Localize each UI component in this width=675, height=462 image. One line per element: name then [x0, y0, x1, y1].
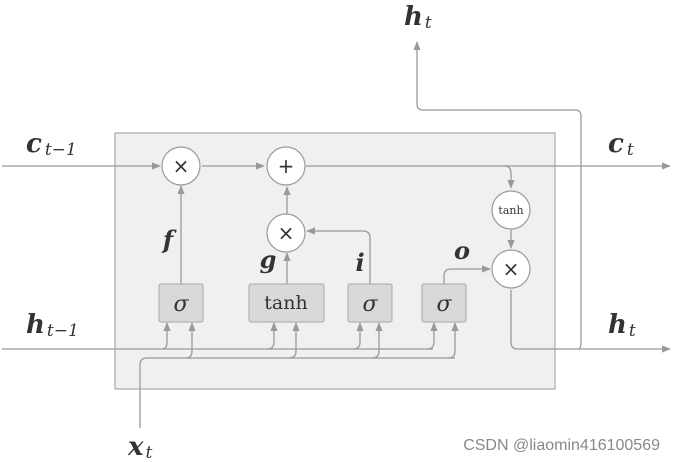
o-to-mult: [443, 265, 491, 284]
candidate-gate: tanh: [248, 283, 325, 323]
feed-g-x: [288, 322, 300, 359]
watermark: CSDN @liaomin416100569: [463, 437, 660, 454]
input-gate-label: σ: [362, 292, 378, 317]
label-g: g: [260, 245, 277, 274]
input-gate: σ: [347, 283, 393, 323]
i-to-mult: [306, 227, 371, 284]
feed-o-x: [447, 322, 459, 359]
feed-i-x: [371, 322, 383, 359]
multiply-icon: ×: [503, 257, 520, 281]
hidden-out: [510, 290, 671, 353]
output-gate-label: σ: [436, 292, 452, 317]
hidden-up: [413, 41, 582, 350]
x-bus: [139, 357, 455, 428]
candidate-gate-label: tanh: [264, 292, 307, 314]
multiply-icon: ×: [278, 221, 295, 245]
output-multiply-node: ×: [491, 249, 531, 289]
feed-o-h: [426, 322, 438, 350]
feed-f-x: [185, 322, 196, 359]
feed-f-h: [161, 322, 171, 350]
label-f: f: [161, 225, 177, 254]
forget-gate-label: σ: [173, 292, 189, 317]
feed-g-h: [266, 322, 278, 350]
add-node: +: [266, 146, 306, 186]
cell-tanh-node: tanh: [491, 190, 531, 230]
output-gate: σ: [421, 283, 467, 323]
plus-icon: +: [278, 154, 295, 178]
feed-i-h: [352, 322, 364, 350]
cell-to-tanh: [503, 165, 515, 189]
cell-tanh-label: tanh: [498, 204, 523, 217]
forget-multiply-node: ×: [161, 146, 201, 186]
multiply-icon: ×: [173, 154, 190, 178]
input-multiply-node: ×: [266, 213, 306, 253]
label-o: o: [454, 236, 470, 265]
label-i: i: [355, 248, 364, 277]
forget-gate: σ: [158, 283, 204, 323]
